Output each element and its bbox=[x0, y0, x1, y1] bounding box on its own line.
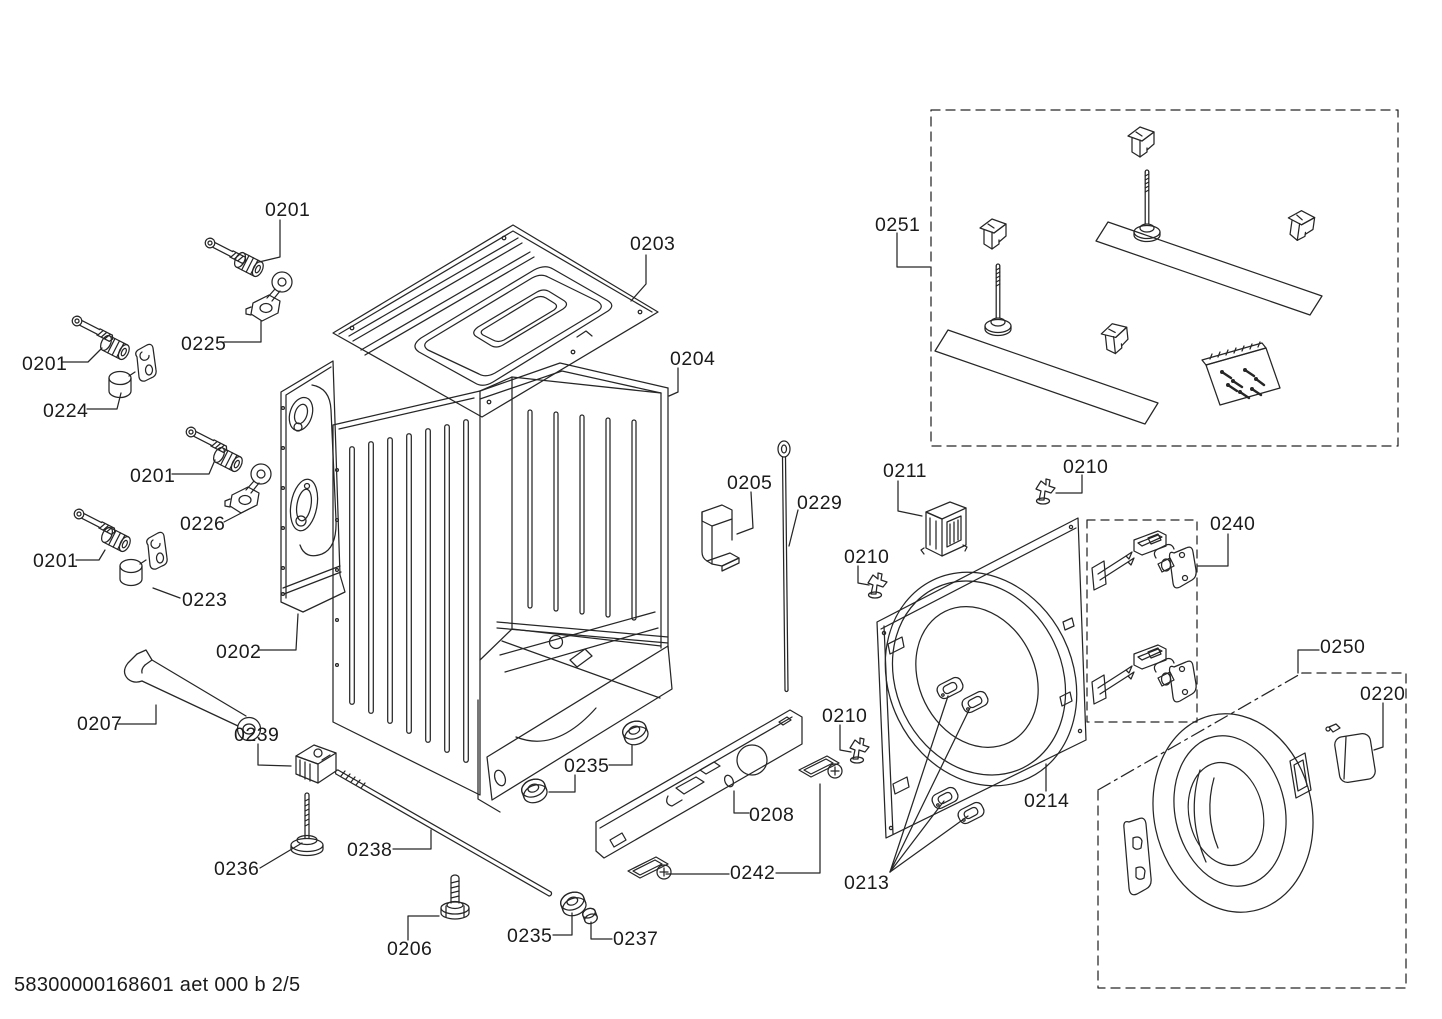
part-label-0210-mid: 0210 bbox=[844, 546, 890, 568]
screw-bag bbox=[1201, 341, 1281, 406]
cover-0213-a bbox=[934, 674, 966, 702]
dowel-0201-left bbox=[97, 333, 133, 362]
part-label-0206: 0206 bbox=[387, 938, 433, 960]
part-0225 bbox=[245, 271, 293, 322]
part-0206-bolt bbox=[440, 874, 470, 920]
part-label-0220: 0220 bbox=[1360, 683, 1406, 705]
clip-0210-top bbox=[1035, 478, 1056, 505]
part-door-hinge-plate bbox=[1123, 817, 1152, 896]
part-label-0226: 0226 bbox=[180, 513, 226, 535]
part-label-0237: 0237 bbox=[613, 928, 659, 950]
part-label-0223: 0223 bbox=[182, 589, 228, 611]
kit-box-0251 bbox=[930, 109, 1399, 447]
grommet-0235-a bbox=[619, 717, 652, 749]
part-label-0210-low: 0210 bbox=[822, 705, 868, 727]
part-label-0238: 0238 bbox=[347, 839, 393, 861]
part-label-0211: 0211 bbox=[883, 460, 927, 482]
screw-0201-mid bbox=[183, 424, 230, 456]
part-label-0208: 0208 bbox=[749, 804, 795, 826]
part-0239-block bbox=[295, 744, 337, 784]
grommet-0235-c bbox=[557, 888, 590, 920]
part-label-0202: 0202 bbox=[216, 641, 262, 663]
part-side-panel bbox=[280, 360, 346, 613]
cover-0213-c bbox=[929, 784, 961, 812]
part-label-0251: 0251 bbox=[875, 214, 921, 236]
part-label-0229: 0229 bbox=[797, 492, 843, 514]
part-label-0214: 0214 bbox=[1024, 790, 1070, 812]
part-label-0201-mid: 0201 bbox=[130, 465, 176, 487]
document-code: 58300000168601 aet 000 b 2/5 bbox=[14, 974, 301, 996]
part-label-0235-b: 0235 bbox=[507, 925, 553, 947]
part-label-0201-low: 0201 bbox=[33, 550, 79, 572]
part-label-0242: 0242 bbox=[730, 862, 776, 884]
part-label-0210-top: 0210 bbox=[1063, 456, 1109, 478]
part-label-0201-left: 0201 bbox=[22, 353, 68, 375]
part-0220-handle bbox=[1325, 723, 1376, 784]
part-label-0201-top: 0201 bbox=[265, 199, 311, 221]
part-0242-left bbox=[627, 856, 672, 880]
part-0214-front-panel bbox=[876, 517, 1087, 839]
part-label-0225: 0225 bbox=[181, 333, 227, 355]
screw-0201-low bbox=[71, 506, 118, 538]
part-door bbox=[1152, 713, 1314, 913]
part-label-0239: 0239 bbox=[234, 724, 280, 746]
part-label-0240: 0240 bbox=[1210, 513, 1256, 535]
part-0211-module bbox=[920, 501, 968, 557]
part-0226 bbox=[224, 463, 272, 514]
part-0224 bbox=[108, 343, 157, 399]
dowel-0201-mid bbox=[210, 445, 246, 474]
part-label-0203: 0203 bbox=[630, 233, 676, 255]
part-label-0236: 0236 bbox=[214, 858, 260, 880]
part-label-0205: 0205 bbox=[727, 472, 773, 494]
part-label-0250: 0250 bbox=[1320, 636, 1366, 658]
part-label-0207: 0207 bbox=[77, 713, 123, 735]
kit-box-0250 bbox=[1097, 672, 1407, 989]
part-0238-rod bbox=[334, 769, 553, 897]
cover-0213-b bbox=[959, 688, 991, 716]
part-cabinet-frame bbox=[332, 362, 673, 813]
part-top-panel bbox=[332, 224, 659, 418]
part-label-0213: 0213 bbox=[844, 872, 890, 894]
dowel-0201-top bbox=[231, 250, 267, 279]
part-label-0204: 0204 bbox=[670, 348, 716, 370]
part-wrench bbox=[123, 649, 262, 742]
screw-0201-left bbox=[69, 313, 116, 345]
clip-0210-low bbox=[849, 737, 870, 764]
part-0208-plinth bbox=[595, 709, 803, 859]
part-0242-right bbox=[798, 755, 843, 779]
leader-lines bbox=[62, 219, 1384, 941]
clip-0210-mid bbox=[867, 572, 888, 599]
dowel-0201-low bbox=[98, 525, 134, 554]
part-0236-foot bbox=[290, 792, 324, 857]
part-0229-rod bbox=[777, 440, 791, 693]
part-0205-bracket bbox=[701, 504, 740, 572]
kit-box-0240 bbox=[1086, 519, 1198, 723]
part-label-0235-a: 0235 bbox=[564, 755, 610, 777]
part-label-0224: 0224 bbox=[43, 400, 89, 422]
screw-0201-top bbox=[202, 235, 249, 267]
